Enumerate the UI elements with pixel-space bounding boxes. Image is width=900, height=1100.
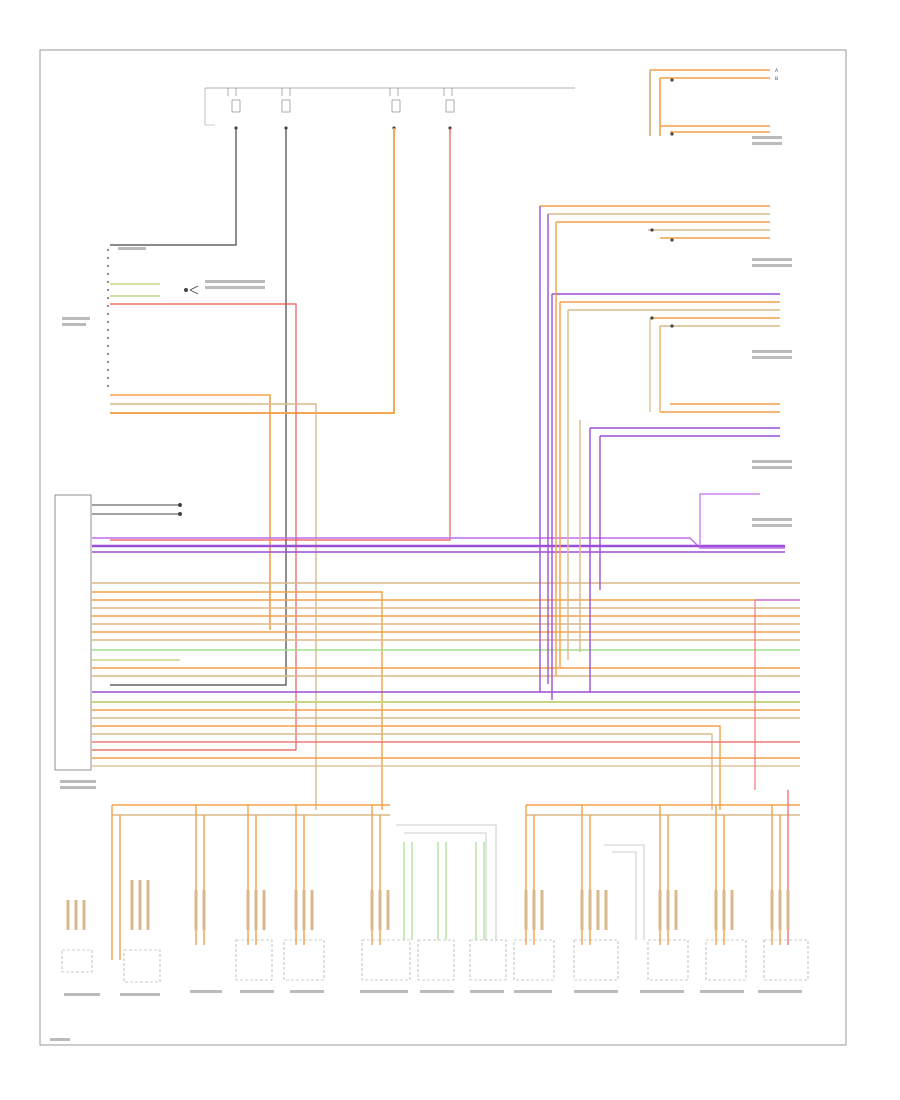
svg-text:A: A xyxy=(775,68,779,74)
svg-text:B: B xyxy=(775,76,778,82)
right-vertical-drops xyxy=(539,206,800,790)
connector-icon xyxy=(66,880,790,930)
label-placeholders xyxy=(50,136,802,1041)
data-link-connector xyxy=(107,249,394,810)
fuse-feed-wires xyxy=(110,128,451,686)
bus-wires xyxy=(92,493,800,810)
bottom-distribution xyxy=(111,790,800,960)
diagram-border xyxy=(39,49,847,1046)
fuse-dots xyxy=(234,126,452,130)
powertrain-control-module xyxy=(54,494,182,771)
fuse-panel xyxy=(204,87,575,130)
right-harness xyxy=(540,205,780,437)
component-connectors xyxy=(61,880,809,983)
right-module-stack: AB xyxy=(649,68,779,136)
fuse-icon xyxy=(231,99,455,113)
pcm-pin-labels xyxy=(92,503,182,516)
